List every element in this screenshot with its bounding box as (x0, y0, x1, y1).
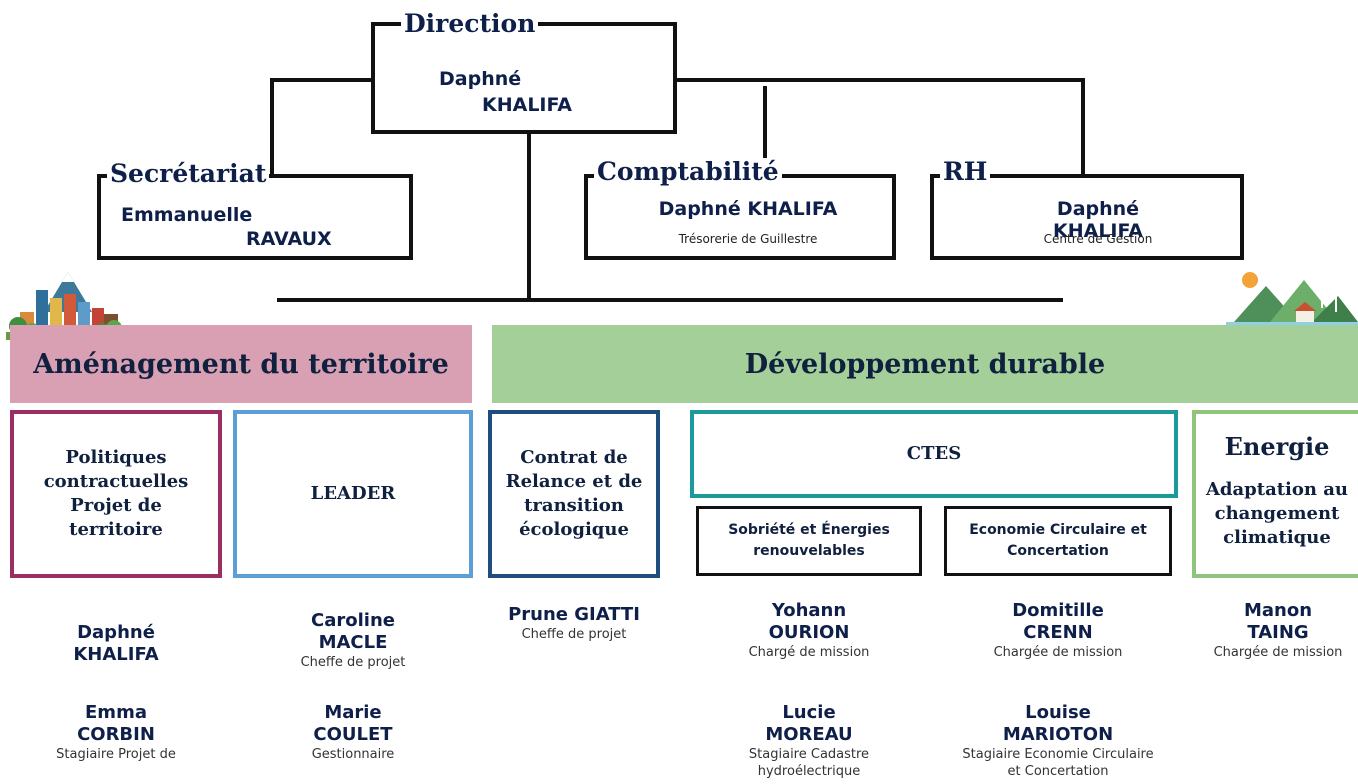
category-contrat: Contrat de Relance et de transition écol… (488, 410, 660, 578)
category-energie-line: climatique (1223, 527, 1331, 548)
category-contrat-line: écologique (519, 519, 629, 540)
direction-name-first: Daphné (439, 68, 522, 90)
subcategory-economie-line: Economie Circulaire et (969, 522, 1147, 538)
person-last-name: TAING (1247, 622, 1309, 643)
person-first-name: Marie (324, 702, 382, 723)
direction-box (371, 22, 677, 134)
person-manon: Manon TAING Chargée de mission (1198, 600, 1358, 661)
category-energie-line: Adaptation au (1205, 479, 1349, 500)
person-role: Stagiaire Projet de (56, 747, 176, 762)
category-contrat-line: transition (524, 495, 624, 516)
connector-line (277, 298, 1063, 302)
connector-line (270, 78, 274, 178)
subcategory-economie: Economie Circulaire et Concertation (944, 506, 1172, 576)
category-politiques-line: contractuelles (43, 471, 189, 492)
connector-line (763, 86, 767, 178)
category-energie-title: Energie (1224, 432, 1330, 461)
category-energie: Energie Adaptation au changement climati… (1192, 410, 1358, 578)
person-emma: Emma CORBIN Stagiaire Projet de (10, 702, 222, 763)
person-role: Stagiaire Cadastre (748, 747, 870, 762)
comptabilite-detail: Trésorerie de Guillestre (678, 232, 818, 246)
person-first-name: Domitille (1012, 600, 1104, 621)
person-role: hydroélectrique (757, 764, 861, 779)
person-first-name: Daphné (77, 622, 155, 643)
category-politiques-line: Projet de (70, 495, 162, 516)
person-role: Cheffe de projet (300, 655, 406, 670)
person-first-name: Yohann (771, 600, 847, 621)
person-first-name: Lucie (782, 702, 836, 723)
comptabilite-box (584, 174, 896, 260)
category-contrat-line: Relance et de (505, 471, 643, 492)
person-first-name: Manon (1243, 600, 1313, 621)
person-role: Stagiaire Economie Circulaire (962, 747, 1154, 762)
subcategory-sobriete-line: Sobriété et Énergies (728, 522, 890, 538)
category-contrat-line: Contrat de (520, 447, 628, 468)
person-role: et Concertation (1007, 764, 1109, 779)
person-last-name: MARIOTON (1002, 724, 1114, 745)
band-developpement-label: Développement durable (744, 348, 1106, 380)
person-lucie: Lucie MOREAU Stagiaire Cadastre hydroéle… (696, 702, 922, 780)
connector-line (527, 132, 531, 300)
connector-line (270, 78, 374, 82)
connector-line (675, 78, 1085, 82)
person-role: Chargé de mission (748, 645, 870, 660)
subcategory-economie-line: Concertation (1007, 543, 1109, 559)
comptabilite-legend: Comptabilité (594, 158, 782, 186)
category-politiques: Politiques contractuelles Projet de terr… (10, 410, 222, 578)
band-amenagement: Aménagement du territoire (10, 325, 472, 403)
comptabilite-name: Daphné KHALIFA (658, 198, 838, 220)
person-first-name: Louise (1025, 702, 1091, 723)
category-ctes-label: CTES (906, 443, 962, 464)
person-last-name: OURION (768, 622, 850, 643)
band-amenagement-label: Aménagement du territoire (33, 348, 449, 380)
person-yohann: Yohann OURION Chargé de mission (696, 600, 922, 661)
connector-line (1081, 78, 1085, 178)
person-last-name: CRENN (1023, 622, 1093, 643)
direction-name-last: KHALIFA (482, 94, 573, 116)
subcategory-sobriete: Sobriété et Énergies renouvelables (696, 506, 922, 576)
person-role: Cheffe de projet (521, 627, 627, 642)
person-caroline: Caroline MACLE Cheffe de projet (233, 610, 473, 671)
secretariat-legend: Secrétariat (107, 160, 270, 188)
person-last-name: COULET (313, 724, 393, 745)
category-leader-label: LEADER (310, 483, 396, 504)
person-last-name: KHALIFA (73, 644, 159, 665)
rh-name: Daphné KHALIFA (1052, 198, 1143, 242)
category-politiques-line: territoire (69, 519, 163, 540)
person-daphne: Daphné KHALIFA (10, 622, 222, 666)
person-louise: Louise MARIOTON Stagiaire Economie Circu… (930, 702, 1186, 780)
category-politiques-line: Politiques (65, 447, 167, 468)
person-role: Gestionnaire (311, 747, 395, 762)
secretariat-box (97, 174, 413, 260)
person-domitille: Domitille CRENN Chargée de mission (936, 600, 1180, 661)
secretariat-name-last: RAVAUX (246, 228, 332, 250)
person-last-name: MOREAU (765, 724, 853, 745)
secretariat-name-first: Emmanuelle (121, 204, 253, 226)
person-last-name: CORBIN (77, 724, 155, 745)
person-role: Chargée de mission (1213, 645, 1343, 660)
subcategory-sobriete-line: renouvelables (753, 543, 865, 559)
rh-detail: Centre de Gestion (1043, 232, 1153, 246)
person-first-name: Caroline (311, 610, 395, 631)
person-role: Chargée de mission (993, 645, 1123, 660)
band-developpement: Développement durable (492, 325, 1358, 403)
direction-legend: Direction (401, 10, 539, 38)
rh-legend: RH (940, 158, 991, 186)
rh-box (930, 174, 1244, 260)
category-leader: LEADER (233, 410, 473, 578)
person-prune: Prune GIATTI Cheffe de projet (488, 604, 660, 643)
category-ctes: CTES (690, 410, 1178, 498)
person-last-name: MACLE (318, 632, 388, 653)
category-energie-line: changement (1214, 503, 1340, 524)
person-marie: Marie COULET Gestionnaire (233, 702, 473, 763)
person-name: Prune GIATTI (508, 604, 640, 625)
person-first-name: Emma (85, 702, 147, 723)
